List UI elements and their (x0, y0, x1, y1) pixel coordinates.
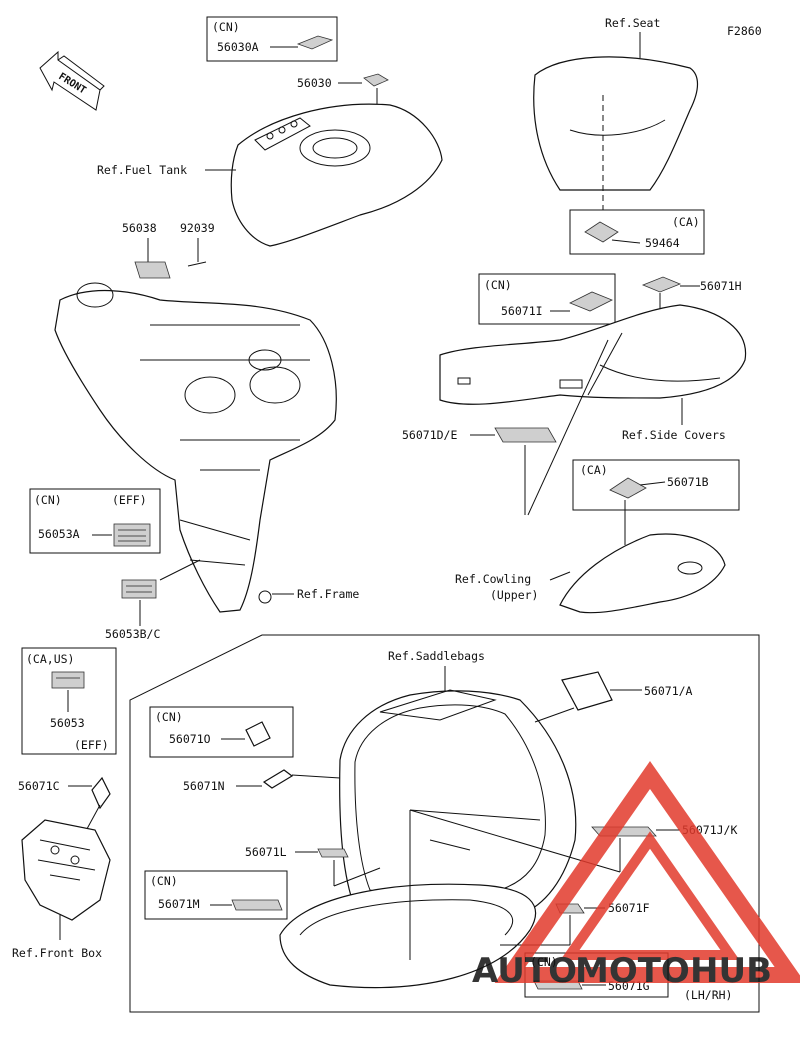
part-56071l: 56071L (245, 845, 287, 859)
label-sticker (262, 769, 294, 789)
part-56071o: 56071O (169, 732, 211, 746)
ref-side-covers: Ref.Side Covers (622, 428, 726, 442)
front-arrow-icon: FRONT (39, 50, 105, 111)
seat-drawing (533, 56, 699, 191)
label-sticker (569, 291, 613, 312)
part-56038: 56038 (122, 221, 157, 235)
logo-text-hub: HUB (690, 951, 772, 991)
label-sticker (494, 427, 557, 443)
eff-label: (EFF) (74, 738, 109, 752)
label-sticker (91, 776, 111, 810)
part-56071b: 56071B (667, 475, 709, 489)
label-sticker (113, 523, 151, 547)
saddlebag-drawing (279, 689, 577, 989)
part-56071c: 56071C (18, 779, 60, 793)
ref-frame: Ref.Frame (297, 587, 359, 601)
label-sticker (561, 671, 613, 711)
region-ca: (CA) (672, 215, 700, 229)
box-56030a (206, 16, 338, 62)
ref-fuel-tank: Ref.Fuel Tank (97, 163, 187, 177)
box-56053a (29, 488, 161, 554)
label-sticker (296, 35, 334, 50)
label-sticker (641, 276, 682, 293)
label-sticker (134, 261, 171, 279)
part-56071f: 56071F (608, 901, 650, 915)
ref-cowling: Ref.Cowling (455, 572, 531, 586)
cowling-drawing (559, 533, 726, 614)
part-59464: 59464 (645, 236, 680, 250)
label-sticker (584, 221, 619, 243)
region-cn: (CN) (212, 20, 240, 34)
box-56071i (478, 273, 616, 325)
part-56030a: 56030A (217, 40, 259, 54)
ref-lh-rh: (LH/RH) (684, 988, 732, 1002)
box-56053 (21, 647, 117, 755)
part-56053a: 56053A (38, 527, 80, 541)
label-sticker (609, 477, 647, 499)
part-56071a: 56071/A (644, 684, 693, 698)
logo-text-auto: AUTO (472, 951, 577, 991)
automotohub-logo: AUTO MOTO HUB (472, 761, 800, 991)
label-sticker (245, 721, 271, 747)
box-56071m (144, 870, 288, 920)
part-92039: 92039 (180, 221, 215, 235)
region-ca-us: (CA,US) (26, 652, 74, 666)
part-56053bc: 56053B/C (105, 627, 160, 641)
saddlebag-panel-border (129, 634, 760, 1013)
box-56071o (149, 706, 294, 758)
label-sticker (317, 848, 349, 858)
part-56030: 56030 (297, 76, 332, 90)
region-cn: (CN) (530, 955, 558, 969)
figure-code: F2860 (727, 24, 762, 38)
label-sticker (121, 579, 157, 599)
label-sticker (51, 671, 85, 689)
part-56071de: 56071D/E (402, 428, 457, 442)
part-56053: 56053 (50, 716, 85, 730)
region-cn: (CN) (34, 493, 62, 507)
region-cn: (CN) (155, 710, 183, 724)
label-sticker (231, 899, 283, 911)
fuel-tank-drawing (230, 103, 443, 247)
eff-label: (EFF) (112, 493, 147, 507)
front-label: FRONT (56, 71, 87, 96)
region-cn: (CN) (484, 278, 512, 292)
ref-saddlebags: Ref.Saddlebags (388, 649, 485, 663)
front-box-drawing (21, 819, 111, 921)
label-sticker (363, 73, 389, 87)
part-56071m: 56071M (158, 897, 200, 911)
box-56071b (572, 459, 740, 511)
ref-cowling-upper: (Upper) (490, 588, 538, 602)
region-cn: (CN) (150, 874, 178, 888)
part-56071n: 56071N (183, 779, 225, 793)
side-covers-drawing (439, 304, 747, 405)
logo-text-moto: MOTO (575, 951, 690, 991)
frame-drawing (54, 282, 337, 613)
part-56071i: 56071I (501, 304, 543, 318)
part-56071h: 56071H (700, 279, 742, 293)
region-ca: (CA) (580, 463, 608, 477)
box-59464 (569, 209, 705, 255)
ref-front-box: Ref.Front Box (12, 946, 102, 960)
ref-seat: Ref.Seat (605, 16, 660, 30)
